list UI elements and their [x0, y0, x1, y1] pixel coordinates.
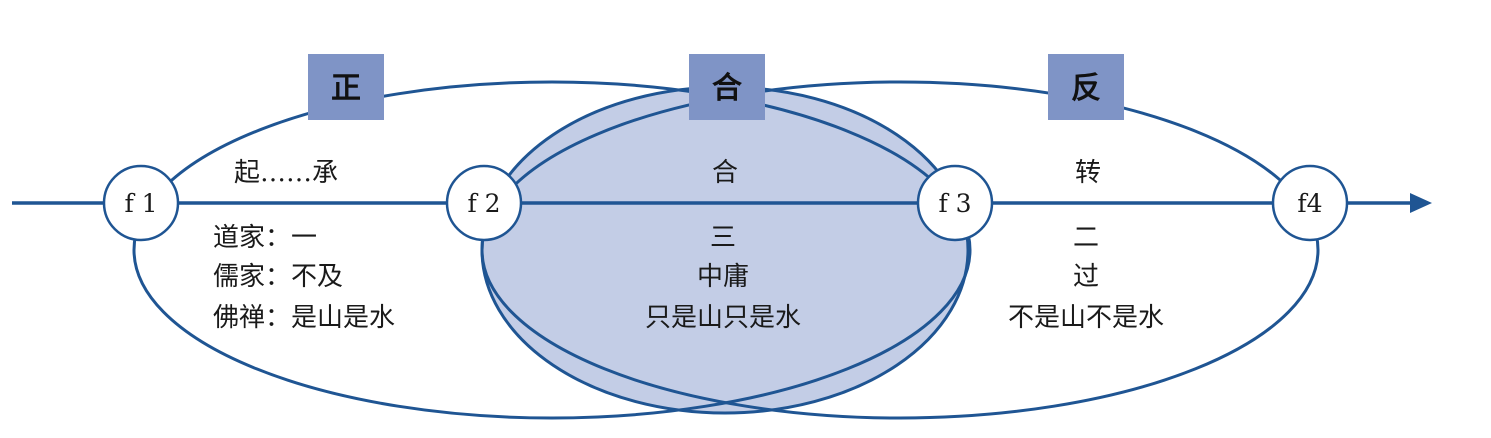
- left-note-3: 佛禅：是山是水: [213, 303, 395, 333]
- middle-note-1: 三: [710, 223, 736, 253]
- box-right-label: 反: [1071, 71, 1101, 106]
- middle-note-2: 中庸: [697, 262, 749, 292]
- segment-left-label: 起……承: [234, 158, 338, 188]
- node-f3-label: f 3: [938, 189, 971, 218]
- segment-right-label: 转: [1075, 158, 1101, 188]
- right-note-3: 不是山不是水: [1008, 303, 1164, 333]
- node-f1-label: f 1: [124, 189, 157, 218]
- left-loop-ellipse: [132, 80, 972, 420]
- box-middle-label: 合: [712, 71, 742, 106]
- node-f2-label: f 2: [467, 189, 500, 218]
- right-loop-ellipse: [480, 80, 1320, 420]
- node-f2: f 2: [445, 164, 523, 242]
- node-f1: f 1: [102, 164, 180, 242]
- node-f3: f 3: [916, 164, 994, 242]
- node-f4-label: f4: [1297, 189, 1322, 218]
- box-left-label: 正: [331, 71, 361, 106]
- box-right: 反: [1048, 54, 1124, 120]
- axis-arrowhead-icon: [1410, 193, 1432, 213]
- box-left: 正: [308, 54, 384, 120]
- left-note-1: 道家：一: [213, 223, 317, 253]
- right-note-2: 过: [1073, 262, 1099, 292]
- left-note-2: 儒家：不及: [213, 262, 343, 292]
- node-f4: f4: [1271, 164, 1349, 242]
- right-note-1: 二: [1073, 223, 1099, 253]
- middle-note-3: 只是山只是水: [645, 303, 801, 333]
- segment-middle-label: 合: [712, 158, 738, 188]
- box-middle: 合: [689, 54, 765, 120]
